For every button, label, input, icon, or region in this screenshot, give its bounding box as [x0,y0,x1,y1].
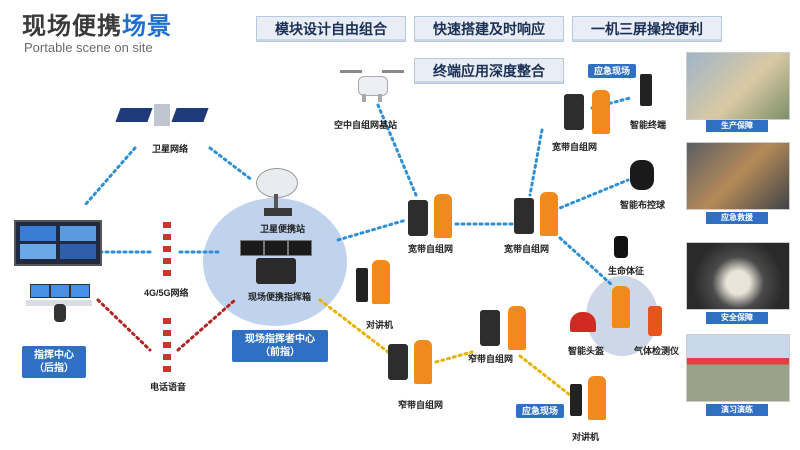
photo-production [686,52,790,120]
narrowband-radio-2-icon [480,310,500,346]
satellite-icon [115,96,209,136]
label-intercom-2: 对讲机 [572,432,600,442]
feature-rapid-deploy: 快速搭建及时响应 [414,16,564,42]
command-center-video-wall [14,220,102,266]
link-satellite-center [83,146,137,207]
broadband-radio-3-icon [564,94,584,130]
label-satellite-station: 卫星便携站 [260,224,306,234]
link-oval-broadband1 [336,218,408,242]
phone-tower-icon [158,318,176,372]
smart-camera-ball-icon [630,160,654,190]
firefighter-1-icon [434,194,452,238]
feature-one-machine-three-screens: 一机三屏操控便利 [572,16,722,42]
intercom-1-icon [356,268,368,302]
label-gas-detector: 气体检测仪 [634,346,680,356]
tag-command-center-rear: 指挥中心 （后指） [22,346,86,378]
narrowband-radio-1-icon [388,344,408,380]
firefighter-5-icon [372,260,390,304]
command-center-workstations [26,282,92,324]
firefighter-7-icon [508,306,526,350]
smart-helmet-icon [570,312,596,332]
tag-emergency-scene-top: 应急现场 [588,64,637,78]
label-broadband-2: 宽带自组网 [504,244,550,254]
label-drone-base-station: 空中自组网基站 [334,120,398,130]
title-prefix: 现场便携 [22,13,122,40]
firefighter-3-icon [592,90,610,134]
caption-production: 生产保障 [706,120,768,132]
link-narrowband2-intercom [518,354,572,397]
gas-detector-icon [648,306,662,336]
link-phone-oval [176,298,237,352]
label-broadband-1: 宽带自组网 [408,244,454,254]
cell-tower-icon [158,222,176,276]
satellite-dish-icon [254,168,310,218]
label-satellite: 卫星网络 [152,144,189,154]
caption-rescue: 应急救援 [706,212,768,224]
broadband-radio-1-icon [408,200,428,236]
page-title: 现场便携场景 [22,6,172,41]
title-highlight: 场景 [122,13,172,40]
photo-rescue [686,142,790,210]
label-smart-helmet: 智能头盔 [568,346,605,356]
label-vital-signs: 生命体征 [608,266,645,276]
feature-modular-design: 模块设计自由组合 [256,16,406,42]
firefighter-6-icon [414,340,432,384]
link-drone-broadband1 [376,103,418,197]
label-phone-voice: 电话语音 [150,382,187,392]
firefighter-4-icon [612,286,630,328]
caption-safety: 安全保障 [706,312,768,324]
photo-safety [686,242,790,310]
intercom-2-icon [570,384,582,416]
tag-emergency-scene-bottom: 应急现场 [516,404,565,418]
label-broadband-3: 宽带自组网 [552,142,598,152]
tag-field-command-front: 现场指挥者中心 （前指） [232,330,328,362]
photo-drill [686,334,790,402]
label-4g5g: 4G/5G网络 [144,288,189,298]
label-smart-ball: 智能布控球 [620,200,666,210]
smart-terminal-icon [640,74,652,106]
wristband-icon [614,236,628,258]
link-broadband3-broadband2 [528,128,544,197]
command-box-icon [240,240,312,286]
drone-icon [340,64,404,104]
label-command-box: 现场便携指挥箱 [248,292,312,302]
label-narrowband-1: 窄带自组网 [398,400,444,410]
link-center-phone [96,298,152,352]
caption-drill: 演习演练 [706,404,768,416]
broadband-radio-2-icon [514,198,534,234]
feature-terminal-integration: 终端应用深度整合 [414,58,564,84]
link-broadband2-sensors [558,236,614,287]
link-satellite-station [208,146,254,182]
link-oval-narrowband1 [318,298,390,354]
link-broadband2-ball [553,178,630,212]
label-intercom-1: 对讲机 [366,320,394,330]
firefighter-8-icon [588,376,606,420]
link-narrowband1-narrowband2 [434,350,474,364]
label-smart-terminal: 智能终端 [630,120,667,130]
label-narrowband-2: 窄带自组网 [468,354,514,364]
page-subtitle: Portable scene on site [24,40,153,55]
firefighter-2-icon [540,192,558,236]
